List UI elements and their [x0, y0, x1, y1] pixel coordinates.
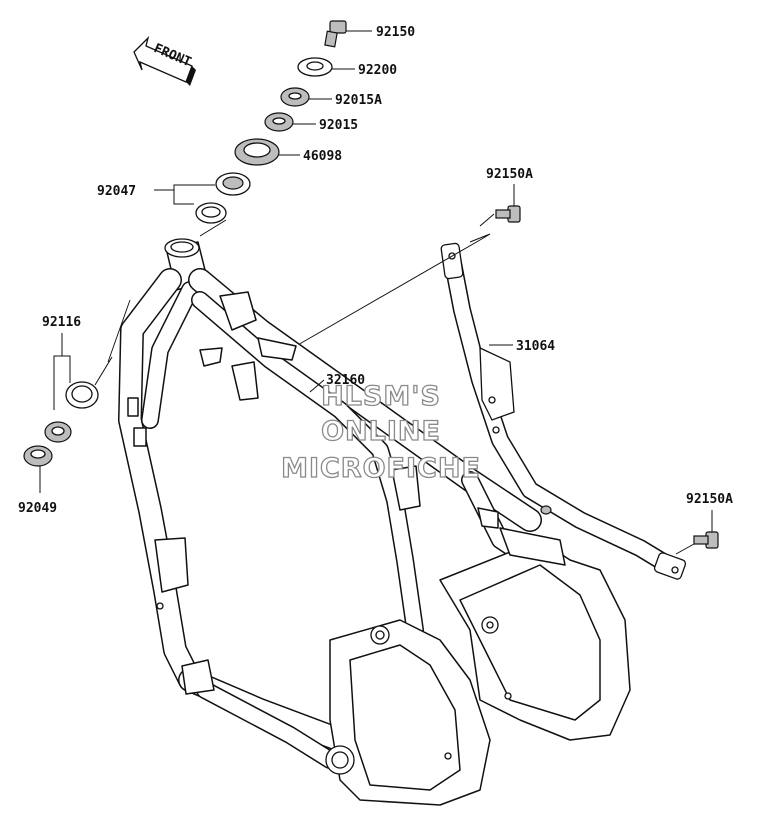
label-92200: 92200 — [358, 63, 397, 78]
main-frame-32160 — [107, 238, 631, 806]
label-32160: 32160 — [326, 373, 365, 388]
label-92047: 92047 — [97, 184, 136, 199]
bearing-92047 — [154, 172, 251, 237]
bolt-92150a-right — [675, 510, 719, 555]
watermark-line-1: HLSM'S — [321, 381, 441, 412]
label-92150a-right: 92150A — [686, 492, 733, 507]
label-46098: 46098 — [303, 149, 342, 164]
nut-92015a — [280, 87, 332, 107]
watermark-line-2: ONLINE — [321, 416, 441, 447]
rail-31064 — [295, 239, 687, 580]
label-92150a-top: 92150A — [486, 167, 533, 182]
label-92015: 92015 — [319, 118, 358, 133]
washer-92200 — [297, 57, 355, 77]
label-92015a: 92015A — [335, 93, 382, 108]
watermark: HLSM'S ONLINE MICROFICHE — [280, 380, 481, 484]
label-92150: 92150 — [376, 25, 415, 40]
part-labels: 92150 92200 92015A 92015 46098 92047 921… — [18, 25, 733, 516]
nut-92015 — [264, 112, 316, 132]
label-92049: 92049 — [18, 501, 57, 516]
front-arrow-icon: FRONT — [133, 35, 196, 86]
watermark-line-3: MICROFICHE — [281, 453, 481, 484]
label-92116: 92116 — [42, 315, 81, 330]
bolt-92150 — [324, 20, 372, 48]
seal-92049 — [23, 445, 53, 493]
label-31064: 31064 — [516, 339, 555, 354]
bearing-92116 — [44, 333, 113, 443]
bolt-92150a-top — [469, 184, 521, 243]
seal-46098 — [234, 138, 300, 166]
